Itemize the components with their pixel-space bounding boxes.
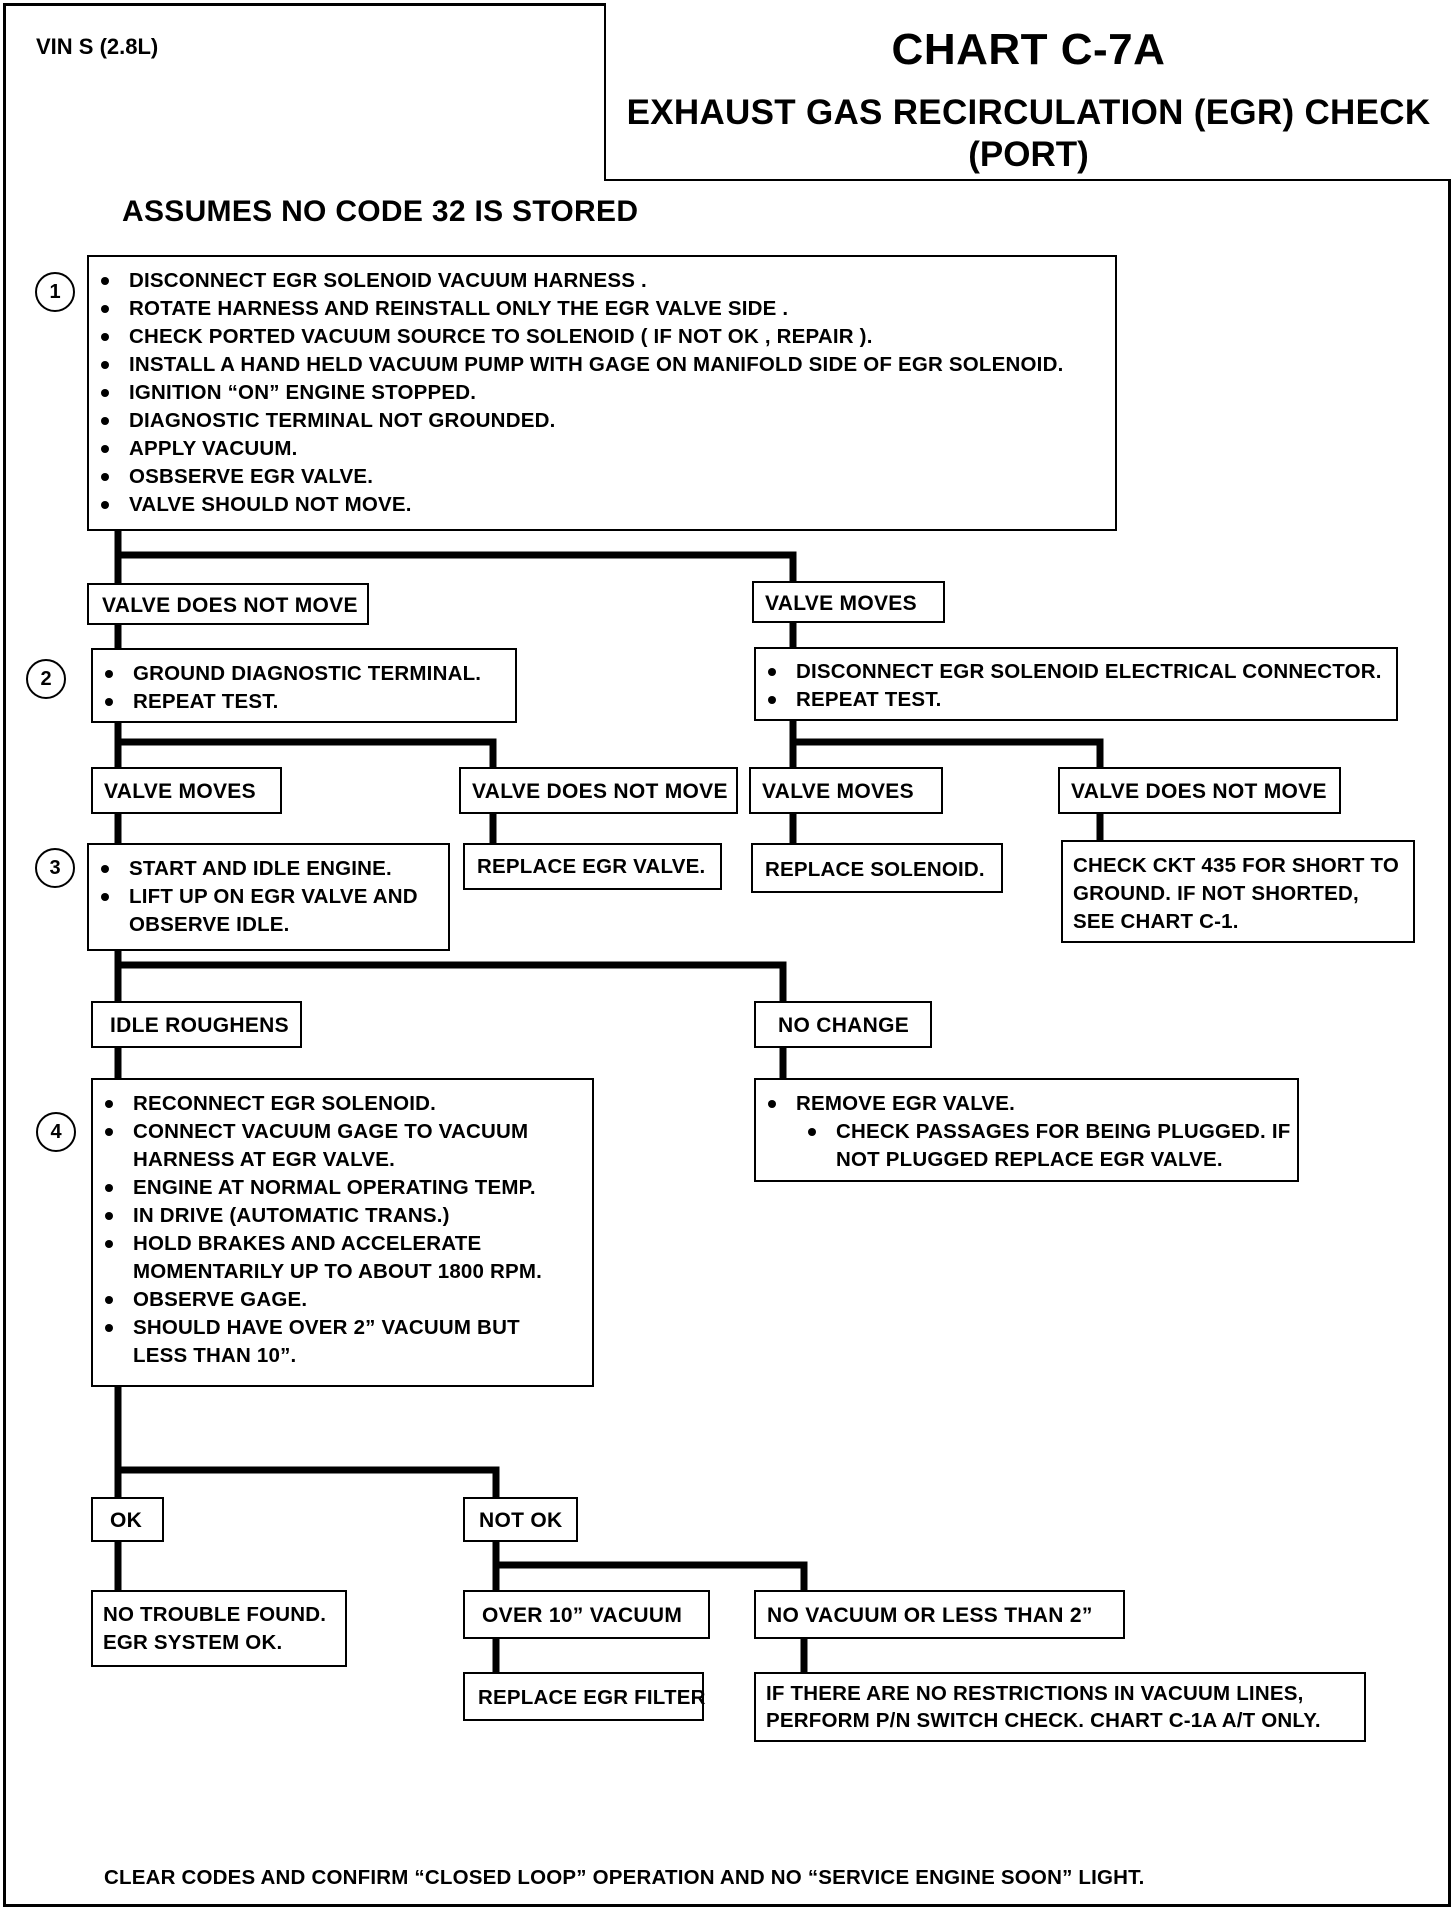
result-replace-egr-valve: REPLACE EGR VALVE.: [463, 843, 722, 890]
connector-step4-notok: [114, 1466, 500, 1504]
step2-left-item: GROUND DIAGNOSTIC TERMINAL.: [93, 660, 515, 688]
branch-a-valve-moves: VALVE MOVES: [91, 767, 282, 814]
step4-item: HOLD BRAKES AND ACCELERATE: [93, 1230, 592, 1258]
step1-item: APPLY VACUUM.: [89, 435, 1115, 463]
step1-item: CHECK PORTED VACUUM SOURCE TO SOLENOID (…: [89, 323, 1115, 351]
step4-box: RECONNECT EGR SOLENOID. CONNECT VACUUM G…: [91, 1078, 594, 1387]
result-replace-egr-filter: REPLACE EGR FILTER: [463, 1672, 705, 1721]
step1-item: INSTALL A HAND HELD VACUUM PUMP WITH GAG…: [89, 351, 1115, 379]
branch-d-valve-does-not-move: VALVE DOES NOT MOVE: [1058, 767, 1341, 814]
step4-item: SHOULD HAVE OVER 2” VACUUM BUT: [93, 1314, 592, 1342]
chart-subtitle-line2: (PORT): [968, 135, 1089, 174]
result-no-trouble-found: NO TROUBLE FOUND. EGR SYSTEM OK.: [91, 1590, 347, 1667]
step1-item: ROTATE HARNESS AND REINSTALL ONLY THE EG…: [89, 295, 1115, 323]
step4-item-continued: LESS THAN 10”.: [133, 1344, 297, 1367]
branch-b-valve-does-not-move: VALVE DOES NOT MOVE: [459, 767, 738, 814]
step3-box: START AND IDLE ENGINE. LIFT UP ON EGR VA…: [87, 843, 450, 951]
step3-item: START AND IDLE ENGINE.: [89, 855, 448, 883]
no-change-subitem-continued: NOT PLUGGED REPLACE EGR VALVE.: [836, 1148, 1223, 1171]
connector-step2-d: [789, 738, 1104, 774]
step4-item-continued: HARNESS AT EGR VALVE.: [133, 1148, 395, 1171]
connector-notok-under2: [492, 1561, 808, 1595]
branch-over-10-vacuum: OVER 10” VACUUM: [463, 1590, 710, 1639]
step3-item: LIFT UP ON EGR VALVE AND: [89, 883, 448, 911]
assumption-note: ASSUMES NO CODE 32 IS STORED: [122, 195, 639, 228]
no-change-item: REMOVE EGR VALVE.: [756, 1090, 1297, 1118]
step1-item: DISCONNECT EGR SOLENOID VACUUM HARNESS .: [89, 267, 1115, 295]
result-check-ckt-435: CHECK CKT 435 FOR SHORT TO GROUND. IF NO…: [1061, 840, 1415, 943]
branch-c-valve-moves: VALVE MOVES: [749, 767, 943, 814]
step2-left-box: GROUND DIAGNOSTIC TERMINAL. REPEAT TEST.: [91, 648, 517, 723]
footer-instruction: CLEAR CODES AND CONFIRM “CLOSED LOOP” OP…: [104, 1866, 1145, 1889]
chart-title: CHART C-7A: [891, 25, 1166, 74]
step1-item: VALVE SHOULD NOT MOVE.: [89, 491, 1115, 519]
step4-item: CONNECT VACUUM GAGE TO VACUUM: [93, 1118, 592, 1146]
result-pn-switch-check: IF THERE ARE NO RESTRICTIONS IN VACUUM L…: [754, 1672, 1366, 1742]
step2-left-item: REPEAT TEST.: [93, 688, 515, 716]
step4-item: OBSERVE GAGE.: [93, 1286, 592, 1314]
title-block: CHART C-7A EXHAUST GAS RECIRCULATION (EG…: [604, 3, 1451, 181]
step2-right-item: REPEAT TEST.: [756, 686, 1396, 714]
no-change-subitem: CHECK PASSAGES FOR BEING PLUGGED. IF: [756, 1118, 1297, 1146]
branch-valve-does-not-move: VALVE DOES NOT MOVE: [87, 583, 369, 625]
step1-item: DIAGNOSTIC TERMINAL NOT GROUNDED.: [89, 407, 1115, 435]
chart-subtitle-line1: EXHAUST GAS RECIRCULATION (EGR) CHECK: [626, 93, 1431, 132]
branch-idle-roughens: IDLE ROUGHENS: [91, 1001, 302, 1048]
step1-box: DISCONNECT EGR SOLENOID VACUUM HARNESS .…: [87, 255, 1117, 531]
branch-no-vacuum-or-less-than-2: NO VACUUM OR LESS THAN 2”: [754, 1590, 1125, 1639]
step4-item: ENGINE AT NORMAL OPERATING TEMP.: [93, 1174, 592, 1202]
step1-item: OSBSERVE EGR VALVE.: [89, 463, 1115, 491]
step3-item-continued: OBSERVE IDLE.: [129, 913, 290, 936]
connector-step2-b: [114, 738, 497, 774]
step2-right-item: DISCONNECT EGR SOLENOID ELECTRICAL CONNE…: [756, 658, 1396, 686]
branch-no-change: NO CHANGE: [754, 1001, 932, 1048]
step-marker-1: 1: [35, 272, 75, 312]
step-marker-3: 3: [35, 848, 75, 888]
step4-item: RECONNECT EGR SOLENOID.: [93, 1090, 592, 1118]
no-change-result-box: REMOVE EGR VALVE. CHECK PASSAGES FOR BEI…: [754, 1078, 1299, 1182]
branch-valve-moves: VALVE MOVES: [752, 581, 945, 623]
step4-item-continued: MOMENTARILY UP TO ABOUT 1800 RPM.: [133, 1260, 543, 1283]
step2-right-box: DISCONNECT EGR SOLENOID ELECTRICAL CONNE…: [754, 647, 1398, 721]
result-replace-solenoid: REPLACE SOLENOID.: [751, 843, 1003, 893]
branch-ok: OK: [91, 1497, 164, 1542]
connector-step3-right: [114, 961, 787, 1007]
step-marker-2: 2: [26, 659, 66, 699]
vin-label: VIN S (2.8L): [36, 34, 159, 59]
step4-item: IN DRIVE (AUTOMATIC TRANS.): [93, 1202, 592, 1230]
connector-step1-right: [114, 551, 797, 589]
step-marker-4: 4: [36, 1112, 76, 1152]
branch-not-ok: NOT OK: [463, 1497, 578, 1542]
step1-item: IGNITION “ON” ENGINE STOPPED.: [89, 379, 1115, 407]
